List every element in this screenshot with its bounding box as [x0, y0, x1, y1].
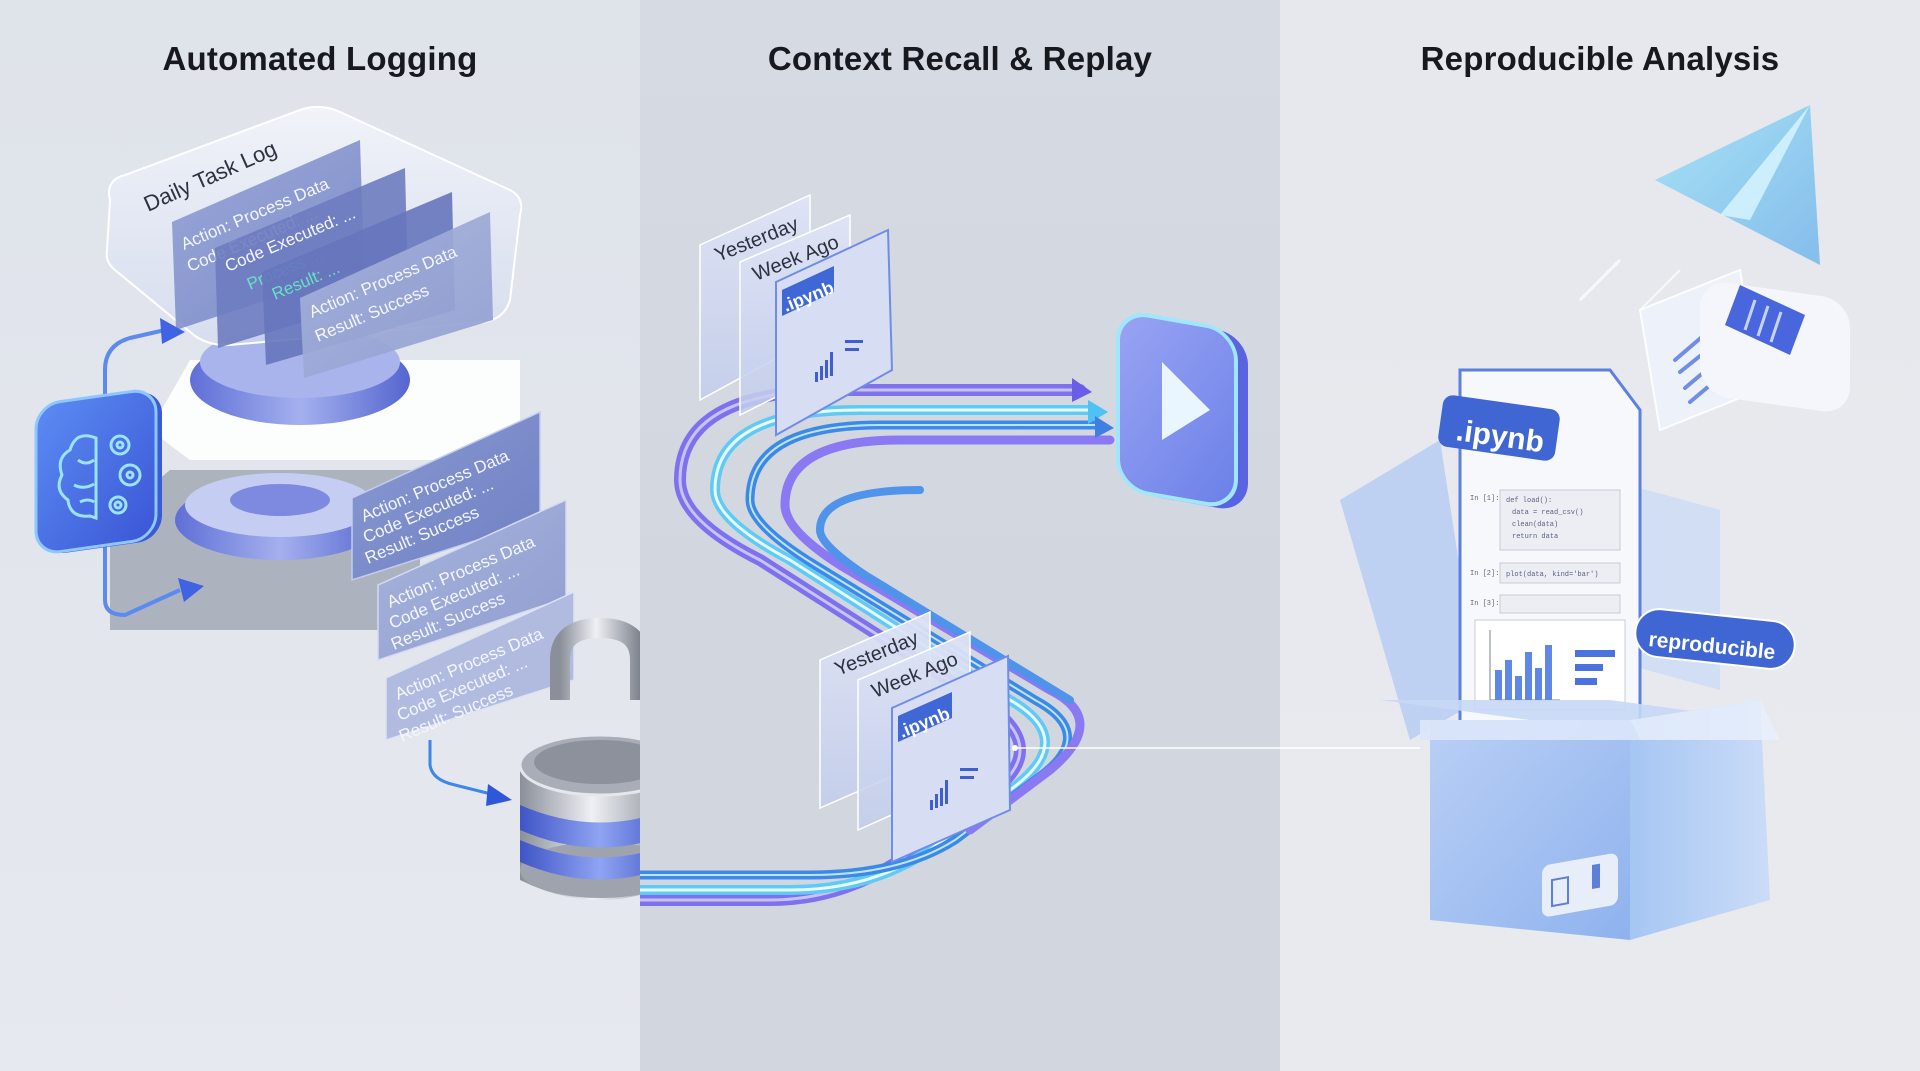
notebook-file[interactable]: .ipynb	[891, 654, 1012, 864]
panel-title: Context Recall & Replay	[767, 40, 1153, 77]
mini-bar-chart	[815, 340, 863, 382]
arrow-head-icon	[178, 578, 204, 602]
panel-reproducible-analysis: Reproducible Analysis	[1280, 0, 1920, 1071]
arrow-head-icon	[1088, 400, 1108, 424]
mini-bar-chart	[930, 768, 978, 810]
notebook-badge	[1438, 395, 1560, 461]
reproducible-tag: reproducible	[1634, 608, 1796, 670]
arrow-head-icon	[160, 318, 185, 344]
notebook-file[interactable]: .ipynb In [1]: def load(): data = read_c…	[1437, 368, 1642, 762]
play-icon[interactable]	[1116, 310, 1248, 513]
connector-dot	[1012, 745, 1018, 751]
document-icon	[1638, 268, 1850, 432]
padlock-database-icon	[518, 617, 640, 900]
notebook-file[interactable]: .ipynb	[775, 228, 894, 437]
panel-title: Automated Logging	[162, 40, 478, 77]
svg-text:clean(data): clean(data)	[1512, 521, 1558, 529]
svg-text:In [1]:: In [1]:	[1470, 495, 1499, 503]
panel-context-recall-replay: Context Recall & Replay	[640, 0, 1280, 1071]
flow-arrow	[428, 740, 496, 797]
automated-logging-illustration: Daily Task Log Action: Process Data Code…	[34, 106, 640, 900]
notebook-cell: In [2]: plot(data, kind='bar')	[1470, 562, 1621, 584]
context-recall-illustration: Yesterday Week Ago .ipynb Yesterday Week…	[640, 193, 1280, 906]
box-icon: .ipynb In [1]: def load(): data = read_c…	[1340, 368, 1796, 940]
arrow-head-icon	[1072, 378, 1092, 402]
history-stack: Yesterday Week Ago .ipynb	[699, 193, 894, 437]
flow-arrow	[103, 328, 181, 618]
svg-text:plot(data, kind='bar'): plot(data, kind='bar')	[1506, 571, 1598, 579]
svg-text:In [3]:: In [3]:	[1470, 600, 1499, 608]
svg-text:def load():: def load():	[1506, 497, 1552, 505]
notebook-cell: In [3]:	[1470, 594, 1621, 614]
brain-gears-icon	[34, 389, 162, 554]
svg-text:return data: return data	[1512, 533, 1558, 541]
notebook-output-chart	[1474, 619, 1626, 711]
svg-text:In [2]:: In [2]:	[1470, 570, 1499, 578]
panel-title: Reproducible Analysis	[1420, 40, 1780, 77]
reproducible-analysis-illustration: .ipynb In [1]: def load(): data = read_c…	[1280, 105, 1850, 940]
paper-plane-icon	[1578, 105, 1820, 311]
box-label-icon	[1542, 853, 1618, 917]
arrow-head-icon	[1095, 416, 1114, 438]
svg-text:data = read_csv(): data = read_csv()	[1512, 509, 1583, 517]
arrow-head-icon	[486, 784, 512, 806]
panel-automated-logging: Automated Logging	[0, 0, 640, 1071]
notebook-cell: In [1]: def load(): data = read_csv() cl…	[1470, 489, 1621, 551]
